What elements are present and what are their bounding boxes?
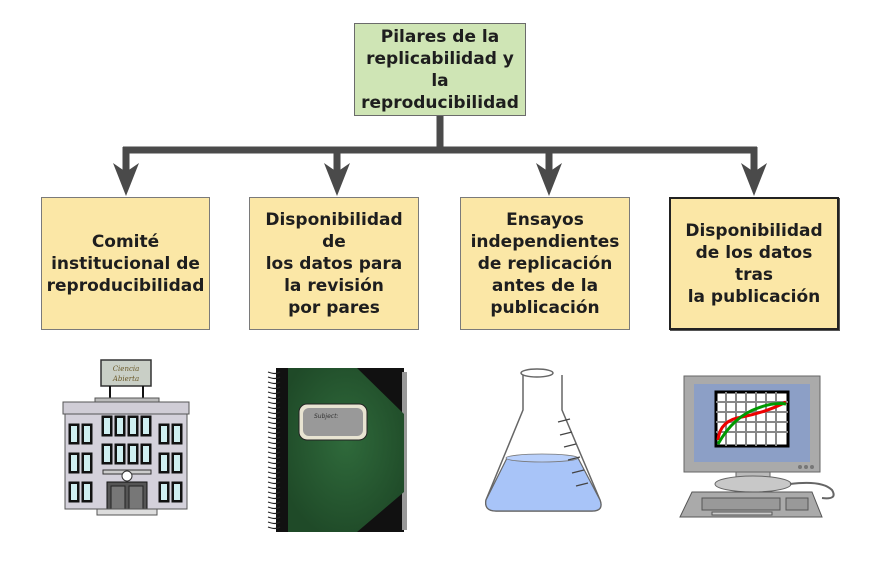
pillar-node-committee: Comité institucional de reproducibilidad — [41, 197, 210, 330]
arrow-down-icon — [741, 163, 767, 196]
pillar-node-replication-trials: Ensayos independientes de replicación an… — [460, 197, 630, 330]
pillar-node-peer-review-data: Disponibilidad de los datos para la revi… — [249, 197, 419, 330]
svg-text:Ciencia: Ciencia — [113, 365, 140, 373]
building-icon: Ciencia Abierta — [62, 359, 190, 516]
computer-icon — [679, 375, 835, 518]
pillar-label: Comité institucional de reproducibilidad — [46, 231, 205, 296]
root-node: Pilares de la replicabilidad y la reprod… — [354, 23, 526, 116]
notebook-icon: Subject: — [267, 368, 407, 532]
pillar-label: Disponibilidad de los datos tras la publ… — [685, 220, 823, 307]
arrow-down-icon — [324, 163, 350, 196]
flask-icon — [484, 368, 602, 512]
svg-text:Abierta: Abierta — [112, 375, 139, 383]
pillar-label: Disponibilidad de los datos para la revi… — [265, 209, 403, 318]
notebook-subject-label: Subject: — [314, 413, 338, 420]
pillar-node-post-publication-data: Disponibilidad de los datos tras la publ… — [669, 197, 839, 330]
pillar-label: Ensayos independientes de replicación an… — [470, 209, 620, 318]
root-label: Pilares de la replicabilidad y la reprod… — [361, 26, 519, 113]
arrow-down-icon — [113, 163, 139, 196]
arrow-down-icon — [536, 163, 562, 196]
